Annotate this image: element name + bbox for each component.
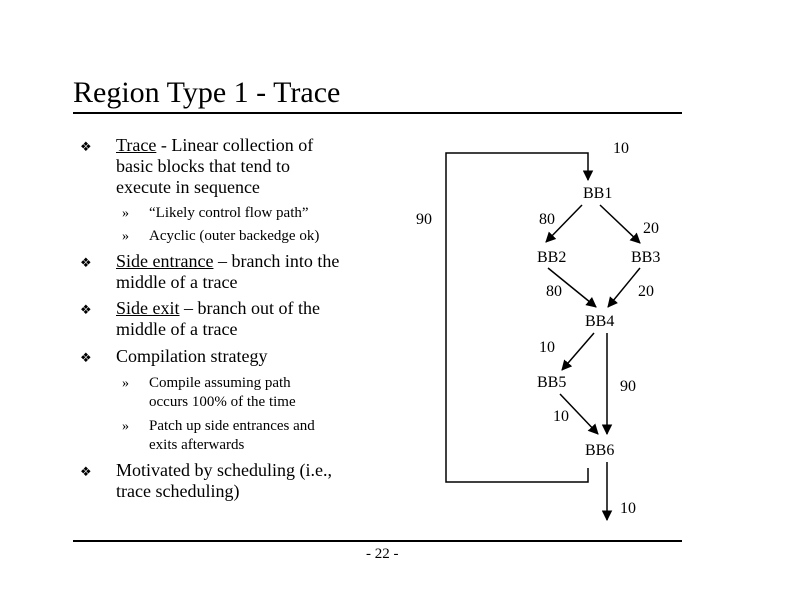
block-bb6: BB6 bbox=[585, 442, 614, 459]
sub-item-text: Compile assuming path occurs 100% of the… bbox=[149, 375, 296, 410]
bullet-text: Side exit – branch out of the middle of … bbox=[116, 298, 381, 340]
block-bb5: BB5 bbox=[537, 374, 566, 391]
diamond-bullet-icon: ❖ bbox=[80, 465, 92, 480]
bullet-term: Trace bbox=[116, 135, 157, 155]
diamond-bullet-icon: ❖ bbox=[80, 256, 92, 271]
sub-item-text: “Likely control flow path” bbox=[149, 205, 309, 221]
edge-bb1-bb3 bbox=[599, 204, 641, 244]
slide-title: Region Type 1 - Trace bbox=[73, 76, 341, 109]
block-bb4: BB4 bbox=[585, 313, 614, 330]
edge-bb4-bb5 bbox=[561, 332, 595, 371]
page-number: - 22 - bbox=[366, 546, 399, 562]
backedge-arrow bbox=[445, 152, 594, 483]
edge-label-bb1-bb3: 20 bbox=[643, 220, 659, 237]
edge-bb1-bb2 bbox=[545, 204, 583, 243]
bullet-text: Side entrance – branch into the middle o… bbox=[116, 251, 381, 293]
edge-label-entry: 10 bbox=[613, 140, 629, 157]
block-bb1: BB1 bbox=[583, 185, 612, 202]
edge-label-bb3-bb4: 20 bbox=[638, 283, 654, 300]
edge-label-bb5-bb6: 10 bbox=[553, 408, 569, 425]
block-bb3: BB3 bbox=[631, 249, 660, 266]
bullet-description: – branch into the middle of a trace bbox=[116, 251, 340, 292]
footer-divider bbox=[73, 540, 682, 542]
edge-bb5-bb6 bbox=[559, 393, 599, 435]
bullet-list: ❖ Trace - Linear collection of basic blo… bbox=[80, 135, 381, 501]
block-bb2: BB2 bbox=[537, 249, 566, 266]
chevron-bullet-icon: » bbox=[122, 419, 129, 434]
chevron-bullet-icon: » bbox=[122, 229, 129, 244]
bullet-term: Side exit bbox=[116, 298, 180, 318]
bullet-term: Side entrance bbox=[116, 251, 214, 271]
edge-label-bb4-bb6: 90 bbox=[620, 378, 636, 395]
chevron-bullet-icon: » bbox=[122, 206, 129, 221]
sub-item-text: Patch up side entrances and exits afterw… bbox=[149, 418, 315, 453]
bullet-text: Compilation strategy bbox=[116, 346, 268, 366]
edge-label-bb2-bb4: 80 bbox=[546, 283, 562, 300]
bullet-text: Motivated by scheduling (i.e., trace sch… bbox=[116, 460, 332, 501]
bullet-description: - Linear collection of basic blocks that… bbox=[116, 135, 314, 197]
title-divider bbox=[73, 112, 682, 114]
edge-label-bb4-bb5: 10 bbox=[539, 339, 555, 356]
diamond-bullet-icon: ❖ bbox=[80, 140, 92, 155]
diamond-bullet-icon: ❖ bbox=[80, 303, 92, 318]
edge-bb2-bb4 bbox=[547, 267, 597, 308]
edge-label-bb1-bb2: 80 bbox=[539, 211, 555, 228]
bullet-description: – branch out of the middle of a trace bbox=[116, 298, 320, 339]
sub-item-text: Acyclic (outer backedge ok) bbox=[149, 228, 320, 244]
edge-bb3-bb4 bbox=[607, 267, 641, 308]
diamond-bullet-icon: ❖ bbox=[80, 351, 92, 366]
chevron-bullet-icon: » bbox=[122, 376, 129, 391]
bullet-text: Trace - Linear collection of basic block… bbox=[116, 135, 381, 198]
edge-label-exit: 10 bbox=[620, 500, 636, 517]
edge-label-backedge: 90 bbox=[416, 211, 432, 228]
